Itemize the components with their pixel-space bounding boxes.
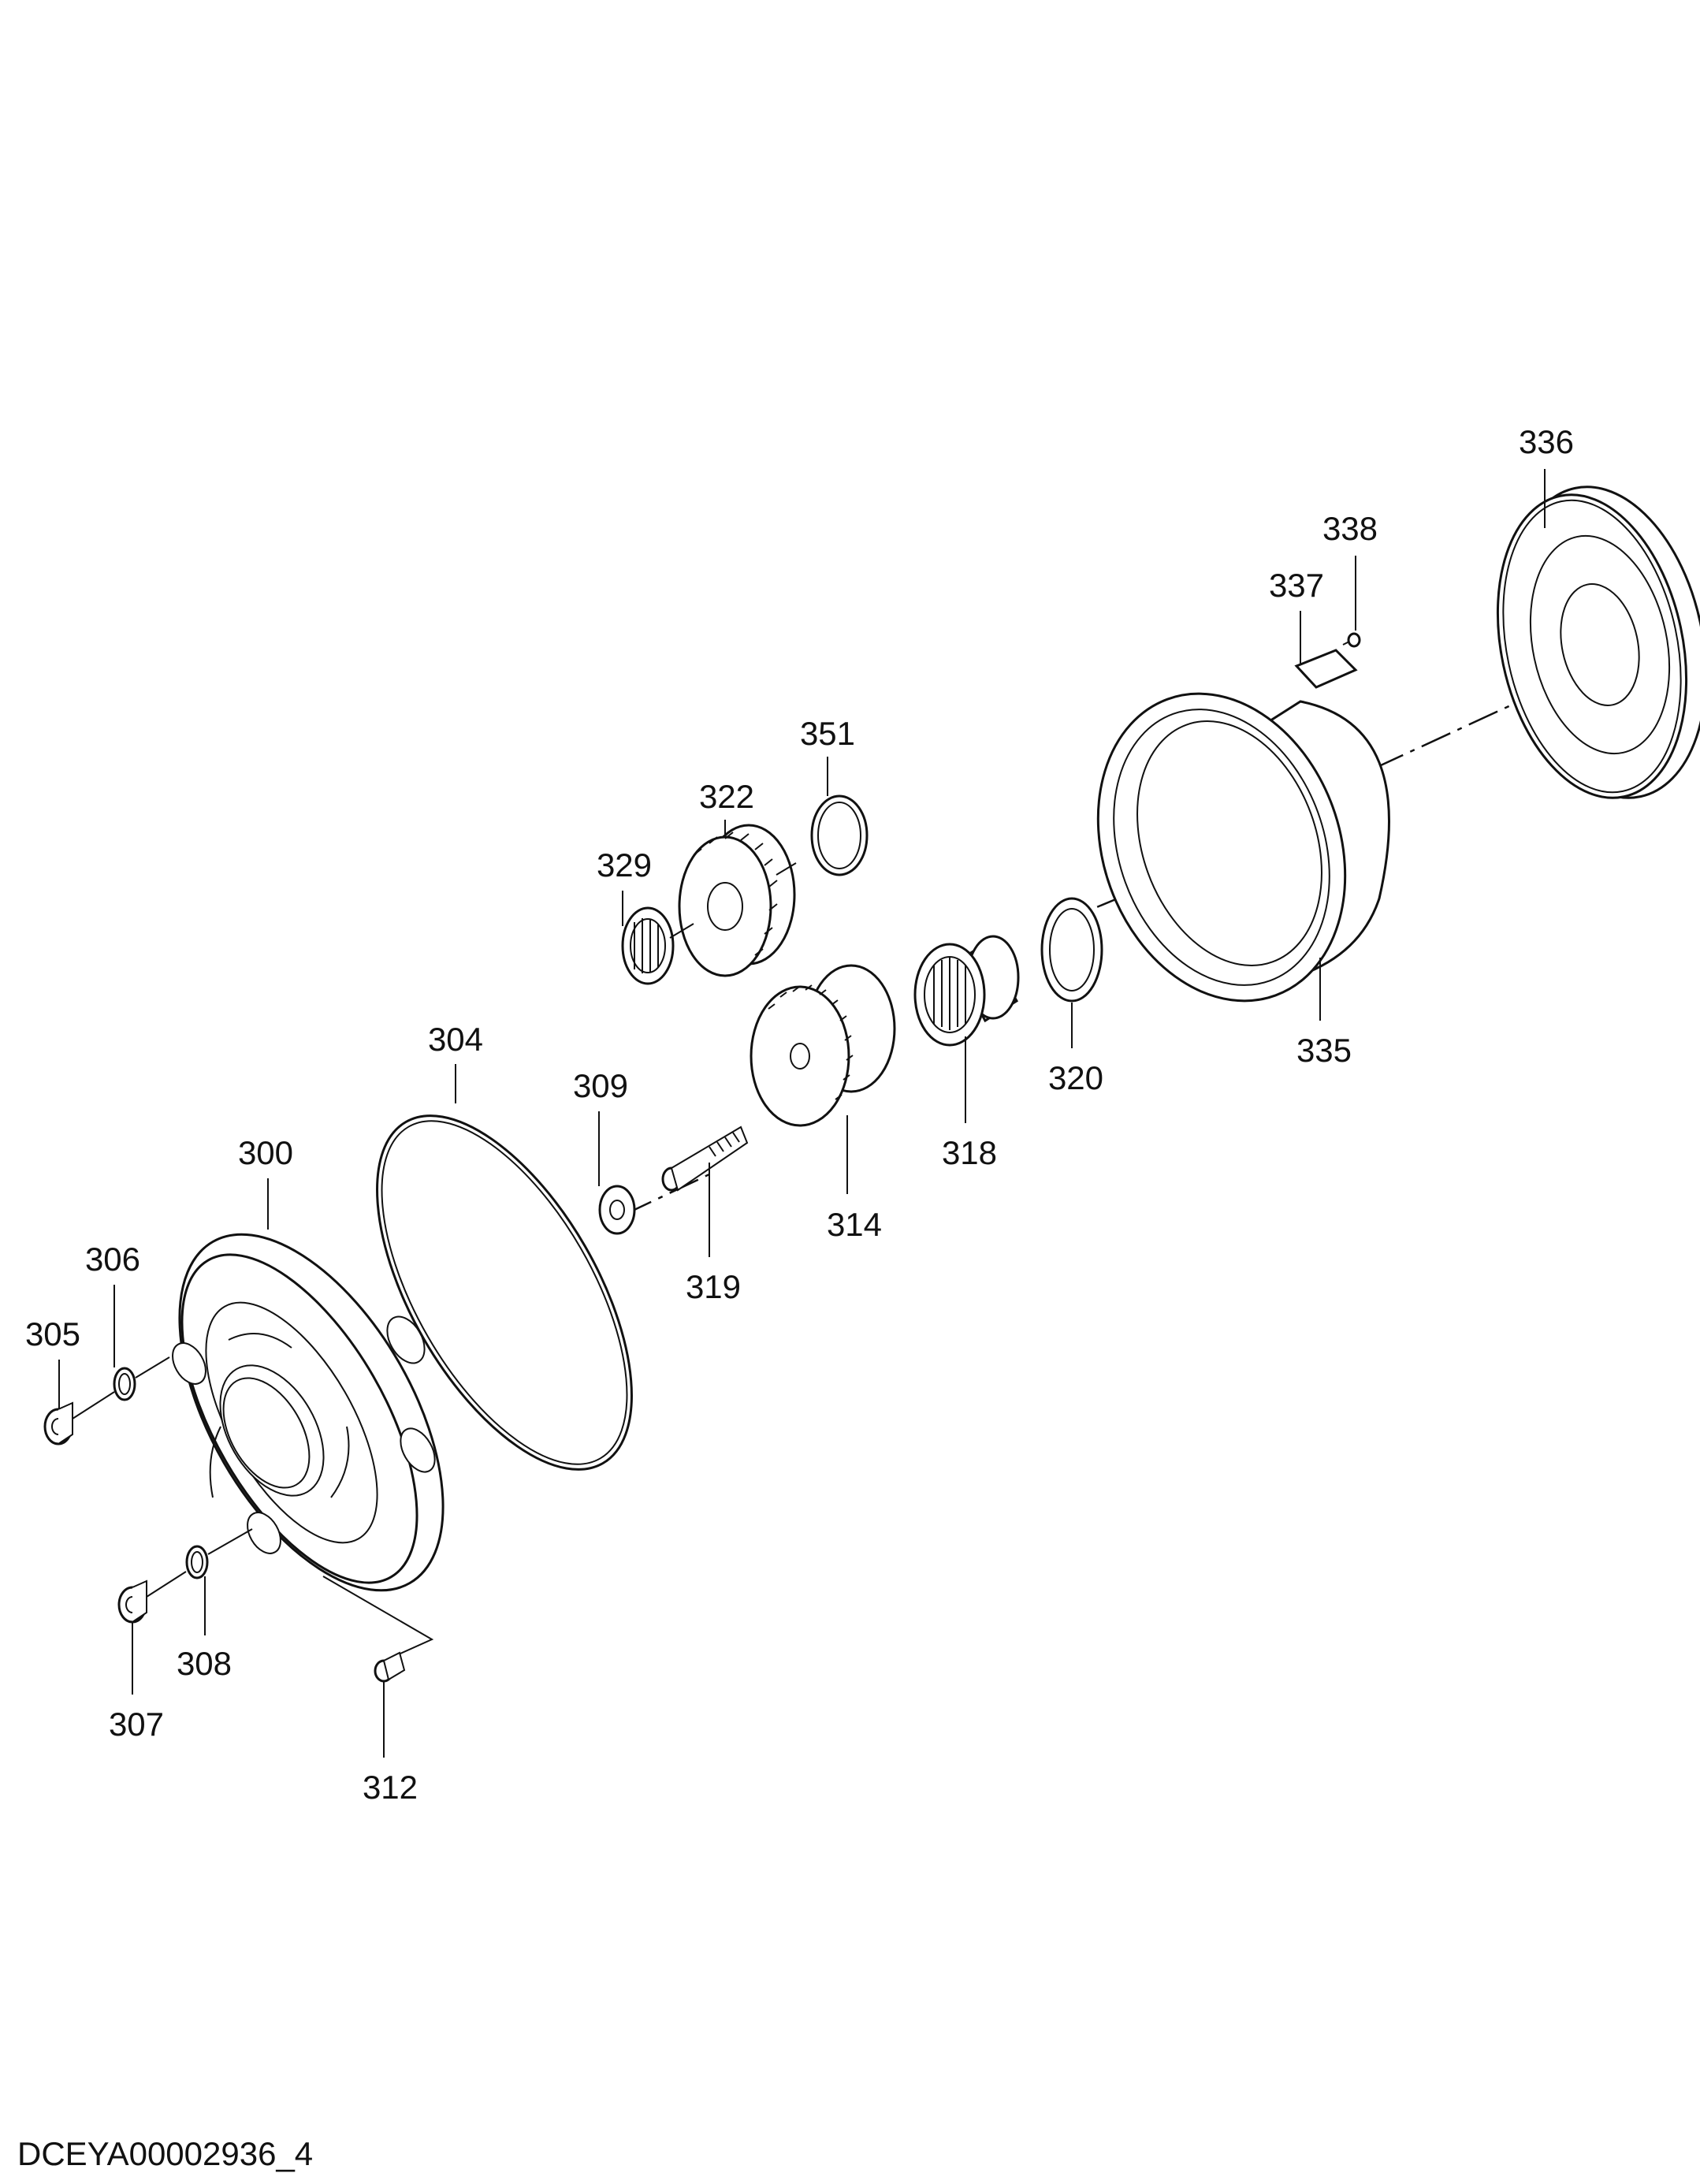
- label-304: 304: [428, 1021, 483, 1058]
- label-306: 306: [85, 1241, 140, 1278]
- label-322: 322: [699, 778, 754, 815]
- part-labels: 300 304 305 306 307 308 309 312 314 318 …: [25, 423, 1574, 1806]
- part-309-washer: [598, 1185, 636, 1235]
- label-314: 314: [827, 1206, 882, 1243]
- part-318-bearing-sleeve: [913, 935, 1020, 1047]
- leader-lines: [58, 469, 1546, 1758]
- label-312: 312: [363, 1769, 418, 1806]
- label-335: 335: [1296, 1032, 1352, 1069]
- part-312-bolt: [374, 1651, 406, 1683]
- drawing-id-caption: DCEYA00002936_4: [17, 2135, 313, 2172]
- label-319: 319: [686, 1268, 741, 1305]
- part-335-ring-gear: [1096, 692, 1390, 1003]
- part-307-plug: [117, 1579, 147, 1624]
- part-304-o-ring: [376, 1114, 633, 1471]
- part-320-thrust-ring: [1040, 897, 1103, 1003]
- label-338: 338: [1322, 510, 1378, 547]
- label-351: 351: [800, 715, 855, 752]
- part-329-needle-bearing: [621, 906, 675, 985]
- label-300: 300: [238, 1134, 293, 1171]
- part-322-planet-gear: [678, 824, 796, 977]
- label-309: 309: [573, 1067, 628, 1104]
- part-338-screw: [1342, 632, 1361, 648]
- label-336: 336: [1519, 423, 1574, 460]
- label-318: 318: [942, 1134, 997, 1171]
- part-314-gear-shaft: [750, 964, 896, 1127]
- part-319-pin: [661, 1125, 749, 1192]
- part-308-ring: [185, 1545, 209, 1579]
- label-305: 305: [25, 1315, 80, 1352]
- label-329: 329: [597, 846, 652, 884]
- part-305-plug: [43, 1401, 73, 1445]
- part-337-plate: [1294, 649, 1358, 689]
- part-306-ring: [113, 1367, 136, 1401]
- label-320: 320: [1048, 1059, 1103, 1096]
- label-337: 337: [1269, 567, 1324, 604]
- part-300-housing: [172, 1233, 445, 1592]
- part-351-snap-ring: [810, 794, 869, 876]
- part-336-carrier-gear: [1496, 486, 1700, 799]
- label-308: 308: [177, 1645, 232, 1682]
- label-307: 307: [109, 1706, 164, 1743]
